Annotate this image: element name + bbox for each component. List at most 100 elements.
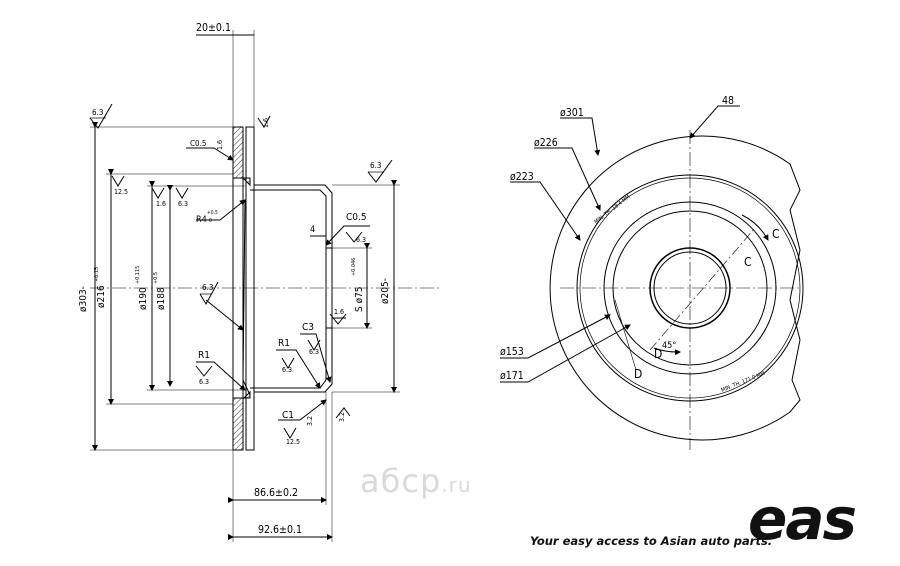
roughness-symbol [111, 175, 125, 187]
label-roughness-mid: 6.3 [202, 283, 213, 292]
label-dia-216-tol: +0.15 [94, 267, 100, 282]
roughness-symbol [151, 187, 165, 199]
label-d2: D [634, 367, 642, 381]
label-r1-mid: R1 [278, 338, 290, 349]
label-dia-75: S ø75 [354, 286, 365, 312]
section-line-d [614, 299, 637, 371]
label-r4: R4 [196, 215, 207, 225]
section-line-c [649, 227, 756, 351]
label-c2: C [744, 255, 752, 269]
label-dia-303: ø303- [78, 286, 89, 312]
brand-tagline: Your easy access to Asian auto parts. [530, 534, 773, 548]
roughness-symbol [307, 339, 321, 351]
label-dia-205: ø205- [380, 278, 391, 304]
label-chamfer-c05: C0.5 [346, 212, 367, 223]
label-dim-48: 48 [722, 95, 734, 107]
label-dia-188-tol: +0.5 [153, 272, 159, 284]
roughness-symbol [329, 313, 347, 325]
cone-line-a [242, 199, 246, 381]
roughness-symbol [283, 427, 297, 439]
cone-line-b [242, 379, 251, 396]
leader-48 [689, 105, 740, 139]
label-dia-188: ø188 [156, 287, 167, 310]
label-dim-4: 4 [310, 225, 315, 235]
leader-c05b [325, 225, 370, 246]
leader-c05 [186, 147, 234, 161]
leader-c1 [278, 399, 327, 421]
label-r4-tol: +0.5 [207, 210, 218, 216]
label-r4-tol2: 0 [209, 218, 212, 224]
rotor-flange-bottom [232, 390, 251, 451]
watermark-text: aбcp [360, 462, 442, 500]
label-chamfer-c1-val: 12.5 [286, 438, 300, 446]
label-roughness: 1.6 [156, 200, 166, 208]
disc-plate-inner [245, 126, 255, 451]
label-min-thickness: MIN. TH. 18.4 MM [594, 194, 632, 225]
label-chamfer-c3: C3 [302, 322, 314, 333]
label-r1-left: R1 [198, 350, 210, 361]
brand-logo: eas [748, 485, 857, 553]
leader-r1-mid [276, 349, 321, 389]
label-roughness: 1.6 [334, 308, 344, 316]
arc-45 [653, 347, 681, 356]
leader-153 [500, 314, 611, 359]
label-r1-mid-val: 6.3 [282, 366, 292, 374]
rotor-flange-top [232, 126, 251, 187]
roughness-symbol [89, 103, 113, 129]
label-dim-32: 3.2 [306, 416, 314, 426]
label-roughness: 12.5 [114, 188, 128, 196]
label-chamfer-c05-val: 6.3 [356, 236, 366, 244]
roughness-symbol [367, 159, 393, 183]
label-dim-32b: 3.2 [338, 412, 346, 422]
label-dia-216: ø216 [96, 285, 107, 308]
roughness-symbol [335, 407, 351, 419]
label-chamfer-c3-val: 6.3 [309, 348, 319, 356]
hat-inner [250, 189, 327, 389]
roughness-symbol [199, 281, 219, 306]
leader-226 [534, 147, 601, 211]
label-roughness-hub: 6.3 [370, 161, 381, 170]
label-depth-926: 92.6±0.1 [258, 524, 302, 536]
label-min-thickness-2: MIN. TH. 171.0 MM [721, 371, 766, 394]
label-r1-left-val: 6.3 [199, 378, 209, 386]
leader-171 [500, 324, 631, 383]
label-chamfer-c1: C1 [282, 410, 294, 421]
leader-223 [510, 181, 581, 241]
watermark: aбcp.ru [360, 462, 472, 500]
label-dia-223: ø223 [510, 171, 534, 183]
side-section-view [89, 30, 440, 542]
label-dia-190-tol: +0.115 [135, 266, 141, 284]
label-roughness: 6.3 [178, 200, 188, 208]
front-view [500, 105, 804, 450]
arc-c [741, 214, 769, 241]
label-dia-301: ø301 [560, 107, 584, 119]
roughness-symbol [281, 357, 295, 369]
leader-301 [560, 117, 601, 156]
brand-block: eas Your easy access to Asian auto parts… [530, 485, 890, 553]
leader-r1-left [196, 361, 246, 391]
label-dia-153: ø153 [500, 346, 524, 358]
label-c1: C [772, 227, 780, 241]
label-dia-171: ø171 [500, 370, 524, 382]
label-angle-45: 45° [662, 341, 676, 351]
roughness-symbol [345, 231, 363, 243]
label-width-top: 20±0.1 [196, 22, 231, 34]
roughness-symbol [257, 115, 271, 128]
label-d1: D [654, 347, 662, 361]
label-chamfer-top-val: 1.6 [216, 140, 224, 150]
disc-plate-outer [232, 126, 244, 451]
label-depth-866: 86.6±0.2 [254, 487, 298, 499]
side-view-labels: 20±0.1 6.3 1.6 C0.5 1.6 6.3 12.5 1.6 6.3… [78, 22, 391, 536]
leader-c3 [300, 333, 332, 383]
label-roughness: 1.6 [262, 118, 270, 128]
label-dia-190: ø190 [138, 287, 149, 310]
label-chamfer-top: C0.5 [190, 139, 206, 148]
label-dia-226: ø226 [534, 137, 558, 149]
roughness-symbol [175, 187, 189, 199]
leader-r4 [196, 199, 246, 221]
label-roughness: 6.3 [92, 108, 103, 117]
leader-63-mid [205, 299, 244, 331]
disc-outer-edge [549, 135, 801, 441]
watermark-suffix: .ru [441, 473, 472, 497]
